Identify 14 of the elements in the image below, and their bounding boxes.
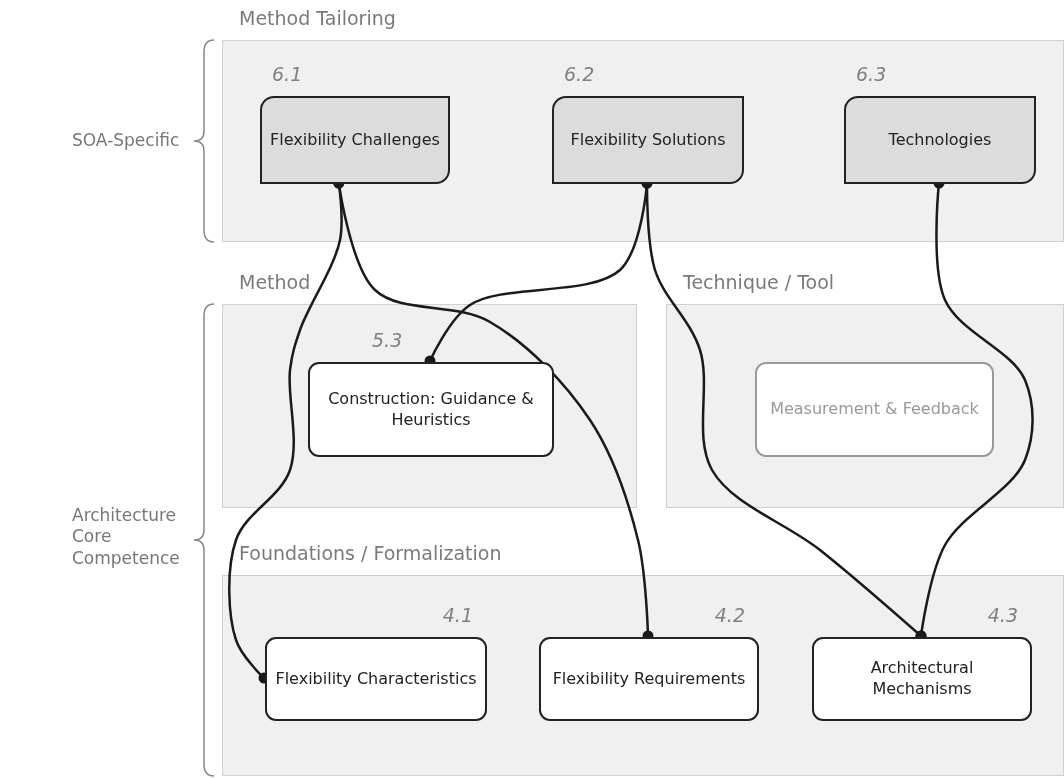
panel-heading: Foundations / Formalization — [239, 542, 502, 564]
panel-heading: Method Tailoring — [239, 7, 396, 29]
section-number: 6.3 — [856, 62, 887, 87]
panel-heading: Technique / Tool — [683, 271, 835, 293]
section-number: 4.2 — [714, 603, 745, 628]
group-label: Architecture Core Competence — [72, 505, 181, 569]
panel-heading: Method — [239, 271, 311, 293]
section-number: 4.3 — [987, 603, 1018, 628]
section-number: 6.2 — [564, 62, 595, 87]
section-number: 6.1 — [272, 62, 303, 87]
section-number: 4.1 — [442, 603, 473, 628]
topic-box: Measurement & Feedback — [755, 362, 994, 457]
group-label: SOA-Specific — [72, 130, 181, 152]
section-number: 5.3 — [372, 328, 403, 353]
